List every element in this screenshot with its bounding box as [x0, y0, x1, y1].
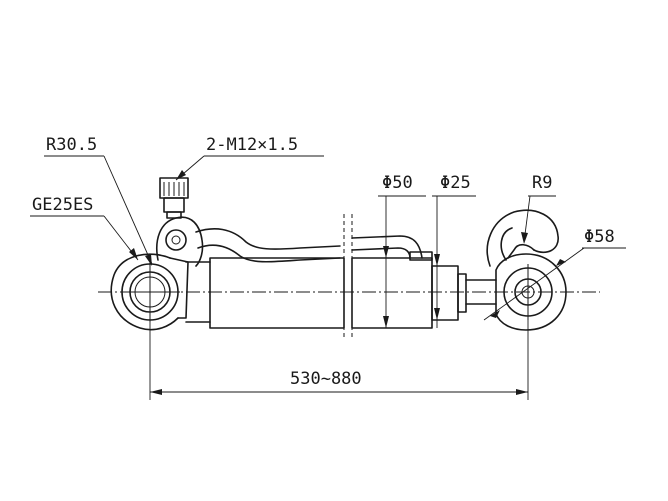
- dimension-bearing: GE25ES: [30, 195, 139, 261]
- radius-hook-label: R9: [532, 173, 552, 193]
- thread-label: 2-M12×1.5: [206, 135, 298, 155]
- dia-rod-label: Φ25: [440, 173, 471, 193]
- radius-eye-label: R30.5: [46, 135, 97, 155]
- length-label: 530~880: [290, 369, 362, 389]
- port-block: [156, 177, 204, 267]
- dimension-dia-eye: Φ58: [483, 227, 626, 321]
- left-eye: [110, 253, 189, 331]
- piston-rod: [465, 279, 497, 305]
- dia-cylinder-label: Φ50: [382, 173, 413, 193]
- dimension-radius-eye: R30.5: [44, 135, 153, 266]
- dimension-length: 530~880: [149, 320, 529, 400]
- hook: [486, 209, 559, 267]
- dimension-thread: 2-M12×1.5: [175, 135, 324, 181]
- right-eye: [495, 253, 567, 331]
- dimension-radius-hook: R9: [521, 173, 556, 244]
- dimension-dia-cylinder: Φ50: [378, 173, 426, 328]
- dimension-dia-rod: Φ25: [432, 173, 476, 328]
- pipe: [195, 228, 423, 263]
- dia-eye-label: Φ58: [584, 227, 615, 247]
- bearing-label: GE25ES: [32, 195, 93, 215]
- cylinder-barrel: [185, 214, 467, 340]
